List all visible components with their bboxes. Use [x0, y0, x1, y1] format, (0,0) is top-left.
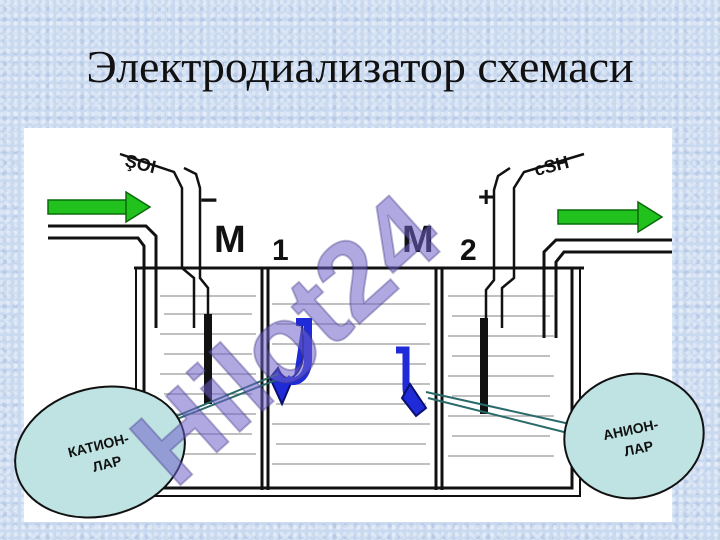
anion-callout-pointer-2: [427, 397, 573, 435]
membrane-1-letter: M: [214, 219, 246, 261]
inlet-flow-arrow: [47, 190, 152, 224]
left-inlet-pipe: [48, 224, 158, 328]
diagram-panel: ŞOI cSH − + M 1 M 2: [24, 128, 672, 522]
anion-callout-pointer: [425, 391, 571, 425]
right-outlet-pipe: [542, 238, 672, 338]
outlet-flow-arrow: [557, 200, 664, 234]
minus-sign: −: [200, 184, 218, 217]
slide-title: Электродиализатор схемаси: [86, 41, 634, 92]
tank-outline: [134, 266, 584, 497]
top-right-scribble: cSH: [532, 152, 571, 180]
top-left-scribble: ŞOI: [123, 150, 158, 177]
anode-electrode: [480, 152, 585, 414]
liquid-hatching: [160, 295, 554, 465]
cathode-electrode: [119, 152, 212, 404]
anion-migration-arrow: [396, 346, 428, 418]
plus-sign: +: [478, 181, 494, 212]
electrodialyzer-diagram: ŞOI cSH − + M 1 M 2: [47, 150, 672, 497]
cation-callout-pointer: [171, 373, 279, 419]
membrane-2-letter: M: [402, 219, 434, 261]
membrane-1-index: 1: [272, 234, 289, 267]
membrane-m2-wall: [434, 268, 444, 490]
cation-migration-arrow: [268, 318, 312, 407]
membrane-2-index: 2: [460, 234, 477, 267]
